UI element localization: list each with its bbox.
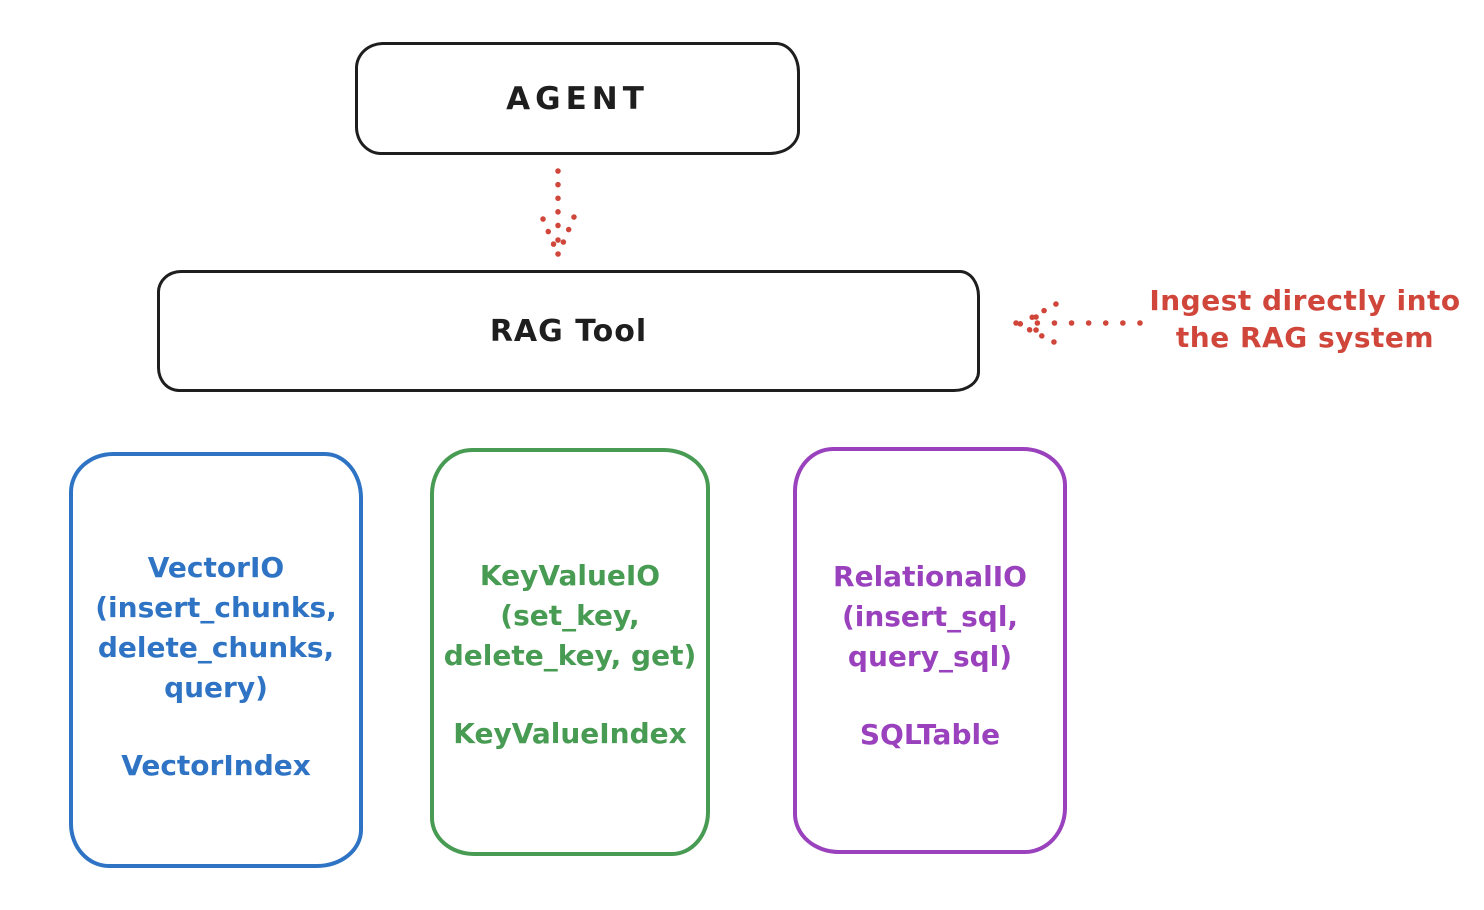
relational-io-line: query_sql) [847,640,1013,673]
ingest-annotation-line1: Ingest directly into [1149,284,1461,317]
sql-table-label: SQLTable [859,718,1001,751]
relational-io-line: RelationalIO [833,560,1027,593]
vector-index-label: VectorIndex [121,749,311,782]
vector-io-text: VectorIO (insert_chunks, delete_chunks, … [73,456,359,864]
keyvalue-index-label: KeyValueIndex [453,717,687,750]
ingest-annotation-line2: the RAG system [1175,321,1435,354]
dotted-arrow-agent-to-rag-tool [540,168,577,257]
vector-io-line: (insert_chunks, [95,591,337,624]
relational-io-text: RelationalIO (insert_sql, query_sql) SQL… [797,451,1063,850]
dotted-arrow-annotation-to-rag-tool [1013,301,1143,345]
vector-io-line: delete_chunks, [97,631,335,664]
ingest-annotation: Ingest directly into the RAG system [1130,282,1480,356]
relational-io-box: RelationalIO (insert_sql, query_sql) SQL… [793,447,1067,854]
agent-node: AGENT [355,42,800,155]
agent-label: AGENT [506,80,649,117]
keyvalue-io-line: delete_key, get) [443,639,697,672]
vector-io-line: query) [164,671,268,704]
keyvalue-io-line: KeyValueIO [479,559,661,592]
keyvalue-io-text: KeyValueIO (set_key, delete_key, get) Ke… [434,452,706,852]
relational-io-line: (insert_sql, [841,600,1019,633]
rag-tool-label: RAG Tool [489,313,648,349]
keyvalue-io-box: KeyValueIO (set_key, delete_key, get) Ke… [430,448,710,856]
vector-io-line: VectorIO [147,551,285,584]
vector-io-box: VectorIO (insert_chunks, delete_chunks, … [69,452,363,868]
rag-tool-node: RAG Tool [157,270,980,392]
keyvalue-io-line: (set_key, [500,599,640,632]
